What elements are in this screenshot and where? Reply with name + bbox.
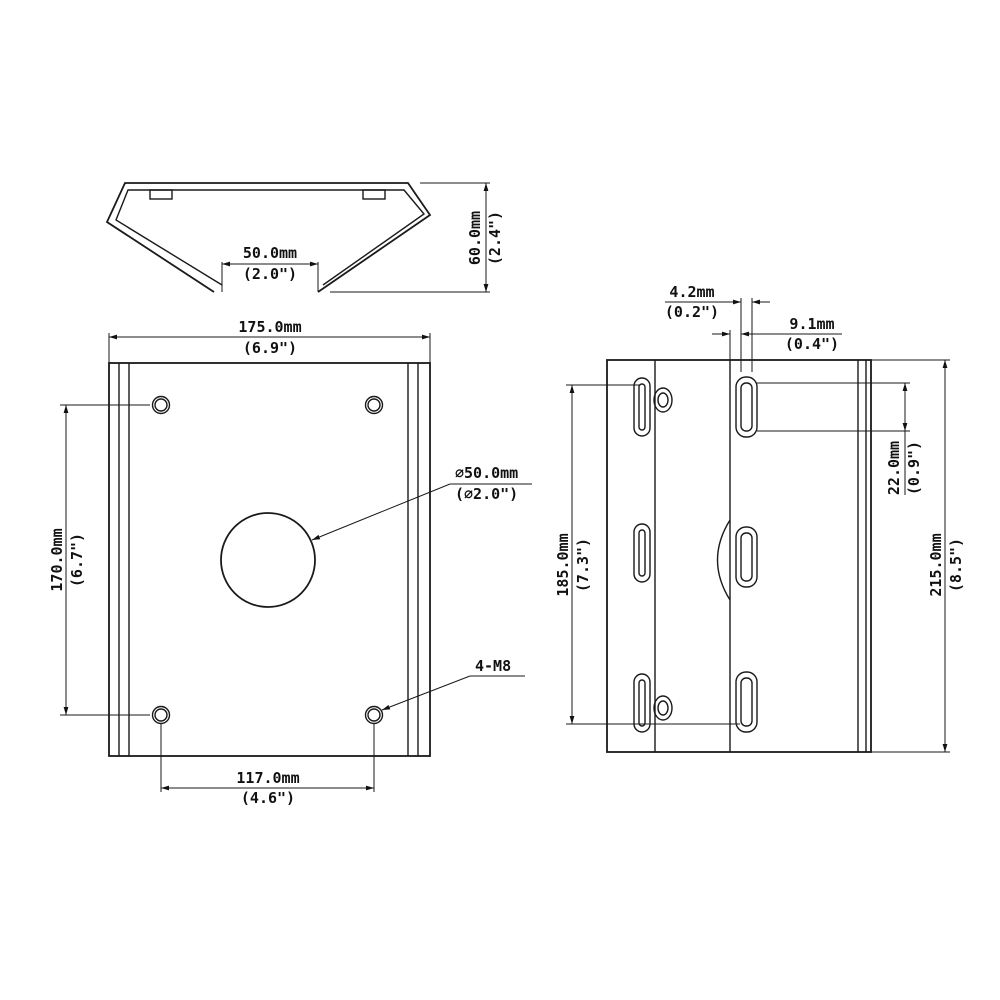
leader-holes <box>381 675 471 711</box>
mount-hole-top-right <box>364 395 384 415</box>
dim-hole-diameter-mm: ∅50.0mm <box>455 464 518 482</box>
center-cable-hole <box>220 512 316 608</box>
dim-flange-inch: (2.0") <box>243 265 297 283</box>
slot-inner <box>638 679 646 727</box>
dim-slot-width-inch: (0.2") <box>665 303 719 321</box>
dim-height-top-inch: (2.4") <box>486 211 504 265</box>
dim-flange-mm: 50.0mm <box>243 244 297 262</box>
mount-hole-inner <box>154 398 168 412</box>
dim-height-top-mm: 60.0mm <box>466 211 484 265</box>
side-nut-bottom <box>653 695 673 721</box>
slot-inner <box>740 677 753 727</box>
slot-inner <box>638 383 646 431</box>
side-nut-top <box>653 387 673 413</box>
side-slot-left-mid <box>633 523 651 583</box>
dim-hole-vertical-mm: 170.0mm <box>48 528 66 591</box>
leader-hole-diameter <box>311 483 451 541</box>
bracket-profile-inner <box>115 189 426 286</box>
dim-hole-diameter-inch: (∅2.0") <box>455 485 518 503</box>
dim-slot-width-mm: 4.2mm <box>669 283 714 301</box>
plate-outline <box>108 362 431 757</box>
slot-inner <box>740 532 753 582</box>
front-plate-view: 175.0mm (6.9") ∅50.0mm (∅2.0") 170.0mm (… <box>48 318 532 807</box>
dim-total-height-mm: 215.0mm <box>927 533 945 596</box>
slot-inner <box>740 382 753 432</box>
dim-hole-horizontal-inch: (4.6") <box>241 789 295 807</box>
side-slot-right-mid <box>735 526 758 588</box>
mount-hole-bottom-right <box>364 705 384 725</box>
profile-tab-left <box>149 189 173 200</box>
dim-plate-width-inch: (6.9") <box>243 339 297 357</box>
nut-inner <box>657 392 669 408</box>
side-slot-right-bottom <box>735 671 758 733</box>
dim-slot-offset-inch: (0.4") <box>785 335 839 353</box>
dim-hole-horizontal-mm: 117.0mm <box>236 769 299 787</box>
nut-inner <box>657 700 669 716</box>
mount-hole-bottom-left <box>151 705 171 725</box>
top-profile-view: 50.0mm (2.0") 60.0mm (2.4") <box>105 182 504 293</box>
side-center-arc <box>716 519 731 601</box>
bracket-profile-outer <box>105 182 432 293</box>
mount-hole-inner <box>154 708 168 722</box>
side-outline <box>606 359 872 753</box>
label-holes: 4-M8 <box>475 657 511 675</box>
mount-hole-inner <box>367 398 381 412</box>
profile-tab-right <box>362 189 386 200</box>
side-slot-left-top <box>633 377 651 437</box>
dim-slot-length-inch: (0.9") <box>905 441 923 495</box>
side-slot-left-bottom <box>633 673 651 733</box>
dim-slot-span-mm: 185.0mm <box>554 533 572 596</box>
dim-plate-width-mm: 175.0mm <box>238 318 301 336</box>
side-slot-right-top <box>735 376 758 438</box>
mount-hole-inner <box>367 708 381 722</box>
slot-inner <box>638 529 646 577</box>
side-view: 4.2mm (0.2") 9.1mm (0.4") 22.0mm (0.9") … <box>554 283 965 753</box>
dim-hole-vertical-inch: (6.7") <box>68 533 86 587</box>
dim-slot-offset-mm: 9.1mm <box>789 315 834 333</box>
dim-slot-length-mm: 22.0mm <box>885 441 903 495</box>
mount-hole-top-left <box>151 395 171 415</box>
dim-total-height-inch: (8.5") <box>947 538 965 592</box>
dim-slot-span-inch: (7.3") <box>574 538 592 592</box>
